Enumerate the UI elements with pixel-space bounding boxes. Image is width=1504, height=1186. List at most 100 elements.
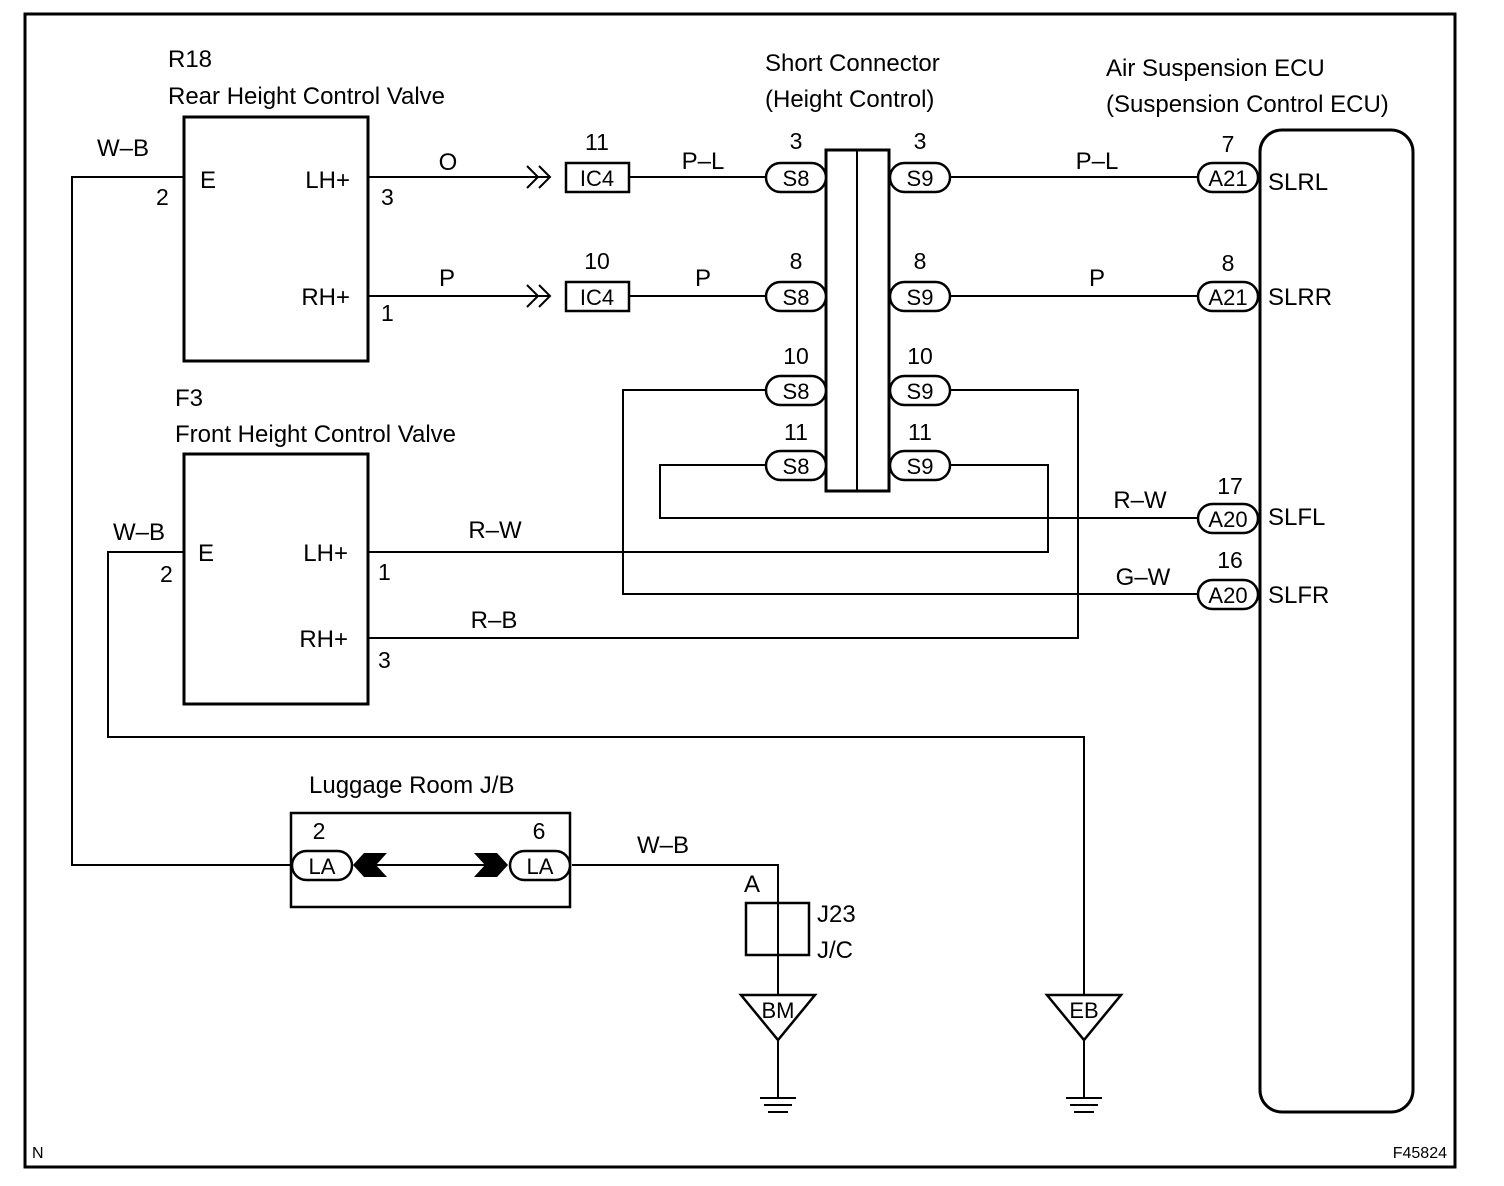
rear-height-control-valve: R18 Rear Height Control Valve E LH+ RH+ … <box>156 46 445 363</box>
a20-label-2: A20 <box>1208 583 1247 608</box>
s9-pin-number-3: 10 <box>907 343 933 369</box>
s9-connector-pin-3: S9 3 <box>888 128 952 194</box>
ic4-bottom-pin: 10 <box>584 248 610 274</box>
s9-pin-number-4: 11 <box>908 419 932 445</box>
r18-pin-rh-label: RH+ <box>301 284 350 311</box>
f3-pin-e-number: 2 <box>160 561 173 587</box>
a21-label-2: A21 <box>1208 285 1247 310</box>
a20-pin-number-1: 17 <box>1217 473 1243 499</box>
a20-pin-number-2: 16 <box>1217 547 1243 573</box>
wire-f3-lh <box>368 464 1049 553</box>
a21-pin-number-2: 8 <box>1222 250 1235 276</box>
wire-label-ic4-s8-top: P–L <box>682 148 725 175</box>
a21-label-1: A21 <box>1208 166 1247 191</box>
ecu-pin-slfr: SLFR <box>1268 582 1329 609</box>
ecu-pin-slfl: SLFL <box>1268 504 1325 531</box>
wire-s8-10-slfr <box>622 389 1198 595</box>
j23-box <box>744 901 811 957</box>
ground-eb-label: EB <box>1069 998 1098 1023</box>
s8-label-3: S8 <box>783 379 810 404</box>
ecu-pin-slrr: SLRR <box>1268 284 1332 311</box>
figure-number: F45824 <box>1393 1145 1447 1162</box>
s8-label-2: S8 <box>783 285 810 310</box>
r18-pin-e-label: E <box>200 167 216 194</box>
r18-pin-rh-number: 1 <box>381 300 394 326</box>
la-connector-left <box>290 849 354 882</box>
s9-pin-number-2: 8 <box>914 248 927 274</box>
ecu-subtitle: (Suspension Control ECU) <box>1106 91 1389 118</box>
wire-label-f3-rh: R–B <box>471 607 518 634</box>
ground-eb: EB <box>1044 993 1124 1113</box>
wire-label-jb-out: W–B <box>637 832 689 859</box>
wire-label-s9-a21-top: P–L <box>1076 148 1119 175</box>
f3-code: F3 <box>175 385 203 412</box>
s9-pin-number-1: 3 <box>914 128 927 154</box>
front-height-control-valve: F3 Front Height Control Valve E LH+ RH+ … <box>160 385 456 706</box>
ground-bm-triangle <box>738 993 818 1042</box>
a20-label-1: A20 <box>1208 507 1247 532</box>
wire-f3-rh <box>368 389 1079 639</box>
la-right-pin: 6 <box>533 818 546 844</box>
f3-pin-rh-number: 3 <box>378 647 391 673</box>
a21-pin-number-1: 7 <box>1222 131 1235 157</box>
s8-connector-pin-3: S8 3 <box>764 128 828 194</box>
wire-label-r18-rh: P <box>439 265 455 292</box>
r18-pin-lh-label: LH+ <box>305 167 350 194</box>
ecu-box <box>1258 128 1415 1114</box>
wire-f3-ground <box>107 551 1085 995</box>
f3-name: Front Height Control Valve <box>175 421 456 448</box>
s8-connector-pin-8: S8 8 <box>764 248 828 313</box>
wire-label-slfl: R–W <box>1113 487 1167 514</box>
la-right-arrow <box>474 853 508 877</box>
wire-s8-11-slfl <box>659 464 1198 519</box>
s9-connector-pin-8: S9 8 <box>888 248 952 313</box>
s8-pin-number-1: 3 <box>790 128 803 154</box>
a21-connector-slrr: A21 8 <box>1196 250 1260 313</box>
s9-label-4: S9 <box>907 454 934 479</box>
wire-label-slfr: G–W <box>1116 564 1171 591</box>
corner-label-left: N <box>32 1145 44 1162</box>
ground-bm-label: BM <box>762 998 795 1023</box>
short-connector-subtitle: (Height Control) <box>765 86 934 113</box>
wire-jb-out <box>572 864 779 995</box>
la-connector-right <box>508 849 572 882</box>
s9-connector-pin-10: S9 10 <box>888 343 952 407</box>
r18-pin-e-number: 2 <box>156 184 169 210</box>
s8-label-4: S8 <box>783 454 810 479</box>
wire-label-r18-ground: W–B <box>97 135 149 162</box>
la-right-label: LA <box>527 854 554 879</box>
wire-r18-ground <box>71 176 292 866</box>
short-connector: Short Connector (Height Control) <box>765 50 940 493</box>
s8-label-1: S8 <box>783 166 810 191</box>
s9-label-3: S9 <box>907 379 934 404</box>
ic4-connector-top: IC4 11 <box>526 129 631 194</box>
air-suspension-ecu: Air Suspension ECU (Suspension Control E… <box>1106 55 1415 1114</box>
s8-pin-number-4: 11 <box>784 419 808 445</box>
junction-connector-j23: A J23 J/C <box>744 871 856 964</box>
f3-pin-lh-label: LH+ <box>303 540 348 567</box>
wire-label-f3-ground: W–B <box>113 519 165 546</box>
s9-label-2: S9 <box>907 285 934 310</box>
f3-pin-lh-number: 1 <box>378 559 391 585</box>
wire-label-s9-a21-bottom: P <box>1089 265 1105 292</box>
f3-box <box>182 452 370 706</box>
a20-connector-slfr: A20 16 <box>1196 547 1260 611</box>
j23-pin: A <box>744 871 760 898</box>
diagram-frame <box>23 12 1457 1169</box>
f3-pin-rh-label: RH+ <box>299 626 348 653</box>
luggage-jb-title: Luggage Room J/B <box>309 772 514 799</box>
s8-connector-pin-11: S8 11 <box>764 419 828 482</box>
wire-label-r18-lh: O <box>439 149 458 176</box>
ground-eb-triangle <box>1044 993 1124 1042</box>
s8-pin-number-2: 8 <box>790 248 803 274</box>
f3-pin-e-label: E <box>198 540 214 567</box>
s8-connector-pin-10: S8 10 <box>764 343 828 407</box>
luggage-room-jb: Luggage Room J/B LA 2 LA 6 <box>289 772 572 909</box>
a21-connector-slrl: A21 7 <box>1196 131 1260 194</box>
la-left-label: LA <box>309 854 336 879</box>
s9-connector-pin-11: S9 11 <box>888 419 952 482</box>
s8-pin-number-3: 10 <box>783 343 809 369</box>
wire-label-f3-lh: R–W <box>468 517 522 544</box>
r18-name: Rear Height Control Valve <box>168 83 445 110</box>
